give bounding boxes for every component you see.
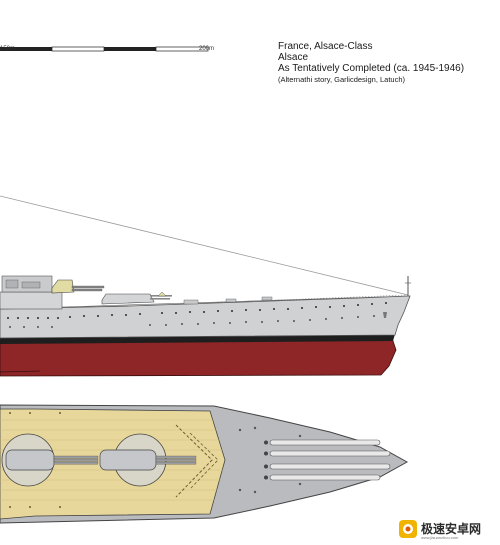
breakwater xyxy=(175,424,213,498)
watermark: 极速安卓网 www.jisuanzhuo.com xyxy=(398,516,498,542)
ship-status: As Tentatively Completed (ca. 1945-1946) xyxy=(278,63,465,74)
scale-bar: 150m 200m xyxy=(0,40,220,56)
scale-ruler xyxy=(0,46,209,52)
rigging-line xyxy=(0,195,409,296)
logo-badge-icon xyxy=(399,520,417,538)
porthole-row-lower xyxy=(9,315,375,328)
title-block: France, Alsace-Class Alsace As Tentative… xyxy=(278,41,493,85)
side-profile-drawing xyxy=(0,195,411,377)
forward-superstructure xyxy=(0,291,63,310)
turret-b-side xyxy=(51,279,105,294)
scale-label-right: 200m xyxy=(199,46,215,52)
ship-name: Alsace xyxy=(278,52,309,63)
porthole-row-upper xyxy=(7,302,387,319)
turret-a-plan xyxy=(99,433,197,487)
credits: (Alternathi story, Garlicdesign, Latuch) xyxy=(278,75,405,84)
scale-label-left: 150m xyxy=(0,46,16,52)
watermark-text: 极速安卓网 xyxy=(421,522,482,536)
anchor-icon xyxy=(383,312,387,318)
turret-b-plan xyxy=(1,433,99,487)
plan-view-drawing xyxy=(0,404,409,524)
class-title: France, Alsace-Class xyxy=(278,41,373,52)
turret-a-side xyxy=(101,291,172,305)
watermark-subtext: www.jisuanzhuo.com xyxy=(421,535,459,540)
hull-underwater xyxy=(0,337,397,377)
anchor-chains xyxy=(269,439,391,481)
